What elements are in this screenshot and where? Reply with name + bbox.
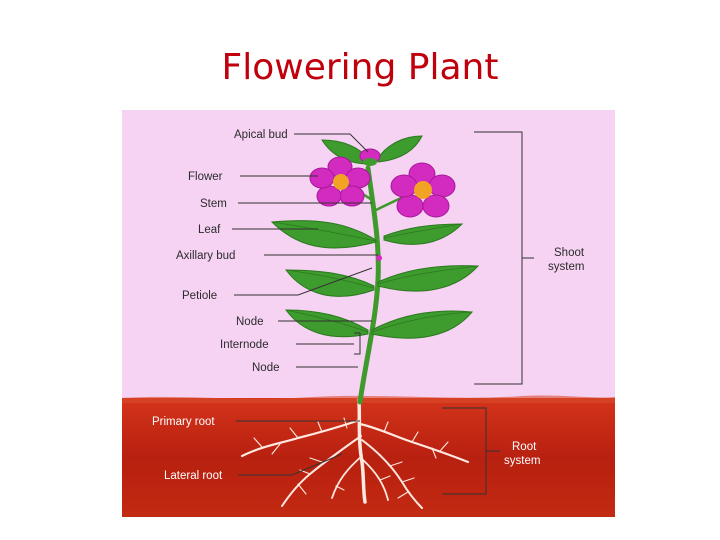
plant-diagram-svg: Apical bud Flower Stem Leaf Axillary bud… [122, 110, 615, 517]
label-node-upper: Node [236, 316, 264, 328]
lateral-root [331, 455, 363, 499]
label-petiole: Petiole [182, 290, 217, 302]
label-root-system-line1: Root [512, 441, 537, 453]
shoot-system-bracket [474, 131, 534, 385]
leaf [321, 139, 371, 165]
flower-center [333, 174, 349, 190]
label-internode: Internode [220, 339, 269, 351]
flower-center [414, 181, 432, 199]
label-node-lower: Node [252, 362, 280, 374]
label-shoot-system-line1: Shoot [554, 247, 585, 259]
primary-root [357, 398, 367, 504]
label-lateral-root: Lateral root [164, 470, 223, 482]
brackets [442, 131, 534, 495]
label-shoot-system-line2: system [548, 261, 584, 273]
leaf [377, 135, 423, 163]
soil-background [122, 398, 615, 517]
slide-title: Flowering Plant [221, 47, 499, 88]
leaves [270, 135, 480, 339]
plant-diagram: Apical bud Flower Stem Leaf Axillary bud… [122, 110, 615, 517]
soil-surface [122, 395, 615, 403]
label-axillary-bud: Axillary bud [176, 250, 235, 262]
label-apical-bud: Apical bud [234, 129, 288, 141]
label-stem: Stem [200, 198, 227, 210]
flower-right [390, 162, 456, 218]
axillary-bud-marker [376, 255, 382, 261]
lateral-root [362, 459, 389, 501]
label-leaf: Leaf [198, 224, 221, 236]
flower-left [309, 156, 371, 207]
leaf-veins [271, 221, 479, 333]
leader-lines [232, 133, 378, 476]
label-primary-root: Primary root [152, 416, 215, 428]
apical-bud [359, 148, 381, 166]
label-flower: Flower [188, 171, 223, 183]
label-root-system-line2: system [504, 455, 540, 467]
root-system-bracket [442, 407, 500, 495]
